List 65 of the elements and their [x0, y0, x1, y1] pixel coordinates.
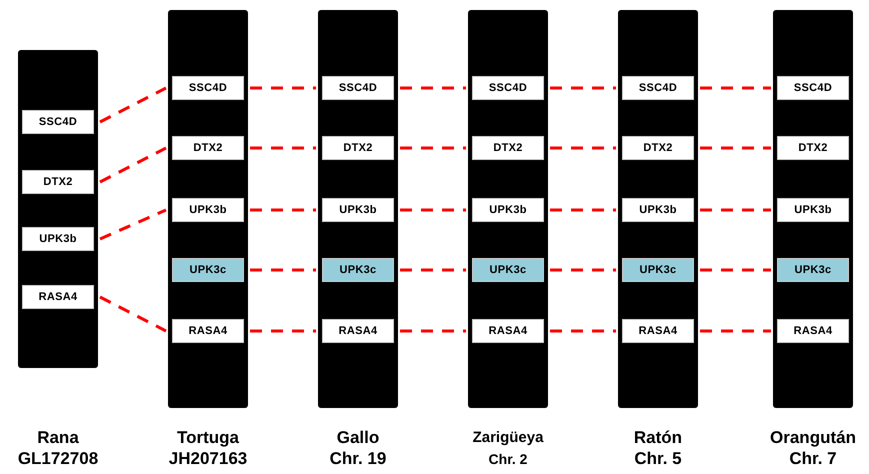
- homology-line: [550, 268, 616, 272]
- homology-line: [250, 268, 316, 272]
- homology-line: [550, 330, 616, 332]
- homology-line: [400, 330, 466, 332]
- gene-box: RASA4: [622, 319, 694, 343]
- locus-label: Chr. 7: [788, 449, 838, 469]
- gene-box: SSC4D: [22, 110, 94, 134]
- homology-line: [700, 330, 771, 332]
- species-label: Gallo: [336, 428, 380, 448]
- gene-box: UPK3c: [472, 258, 544, 282]
- gene-box: DTX2: [622, 136, 694, 160]
- homology-line: [99, 146, 167, 184]
- homology-line: [400, 208, 466, 212]
- species-label: Rana: [36, 428, 80, 448]
- homology-line: [550, 146, 616, 150]
- homology-line: [400, 86, 466, 90]
- gene-box: UPK3b: [777, 198, 849, 222]
- homology-line: [250, 86, 316, 90]
- gene-box: SSC4D: [777, 76, 849, 100]
- gene-box: SSC4D: [322, 76, 394, 100]
- homology-line: [700, 208, 771, 212]
- locus-label: JH207163: [168, 449, 248, 469]
- gene-box: DTX2: [172, 136, 244, 160]
- gene-box: UPK3b: [322, 198, 394, 222]
- gene-box: UPK3b: [622, 198, 694, 222]
- homology-line: [700, 146, 771, 150]
- gene-box: UPK3c: [172, 258, 244, 282]
- gene-box: SSC4D: [172, 76, 244, 100]
- gene-box: UPK3c: [777, 258, 849, 282]
- homology-line: [550, 86, 616, 90]
- gene-box: DTX2: [777, 136, 849, 160]
- species-label: Zarigüeya: [472, 428, 544, 448]
- homology-line: [99, 296, 167, 332]
- gene-box: DTX2: [322, 136, 394, 160]
- gene-box: UPK3c: [322, 258, 394, 282]
- homology-line: [250, 208, 316, 212]
- locus-label: Chr. 19: [328, 449, 388, 469]
- homology-line: [250, 330, 316, 332]
- gene-box: UPK3b: [22, 227, 94, 251]
- locus-label: GL172708: [16, 449, 100, 469]
- gene-box: DTX2: [472, 136, 544, 160]
- locus-label: Chr. 2: [488, 450, 528, 469]
- gene-box: UPK3b: [472, 198, 544, 222]
- gene-box: RASA4: [172, 319, 244, 343]
- locus-label: Chr. 5: [633, 449, 683, 469]
- gene-box: SSC4D: [622, 76, 694, 100]
- homology-line: [99, 86, 167, 124]
- homology-line: [99, 208, 167, 240]
- homology-line: [550, 208, 616, 212]
- gene-box: DTX2: [22, 170, 94, 194]
- homology-line: [250, 146, 316, 150]
- species-label: Orangután: [769, 428, 857, 448]
- homology-line: [400, 268, 466, 272]
- homology-line: [700, 268, 771, 272]
- gene-box: SSC4D: [472, 76, 544, 100]
- gene-box: RASA4: [22, 285, 94, 309]
- homology-line: [400, 146, 466, 150]
- species-label: Tortuga: [176, 428, 240, 448]
- gene-box: UPK3b: [172, 198, 244, 222]
- gene-box: RASA4: [472, 319, 544, 343]
- homology-line: [700, 86, 771, 90]
- gene-box: RASA4: [322, 319, 394, 343]
- gene-box: UPK3c: [622, 258, 694, 282]
- species-label: Ratón: [632, 428, 684, 448]
- gene-box: RASA4: [777, 319, 849, 343]
